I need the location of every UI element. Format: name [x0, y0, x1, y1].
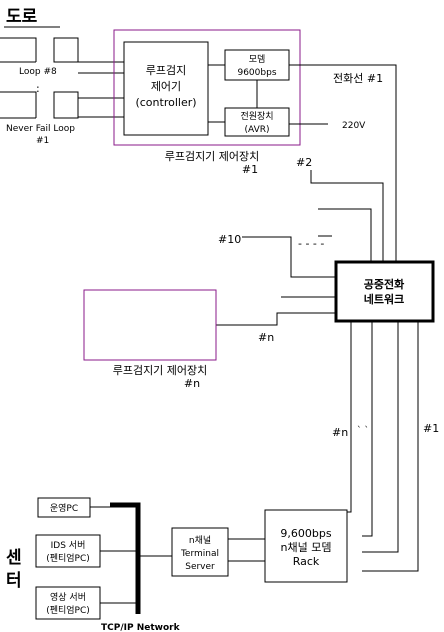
- modem-rack-box: [264, 509, 348, 583]
- controller-line2: 제어기: [151, 80, 181, 93]
- controller-unit-n-enclosure: [83, 289, 217, 361]
- modem-line1: 모뎀: [249, 53, 266, 65]
- center-title-1: 센: [6, 548, 22, 568]
- loop-dots: :: [36, 82, 40, 95]
- loop-1-label: Never Fail Loop: [6, 124, 75, 134]
- power-line2: (AVR): [244, 125, 269, 135]
- modem-rack-line1: 9,600bps: [280, 527, 331, 540]
- modem-box: [224, 49, 290, 81]
- controller-line3: (controller): [135, 96, 196, 109]
- power-line1: 전원장치: [240, 110, 273, 122]
- line-2-route: [310, 170, 384, 262]
- network-box: [334, 260, 435, 323]
- terminal-server-line2: Terminal: [180, 549, 219, 559]
- line-3-route: [318, 208, 372, 262]
- modem-rack-line3: Rack: [293, 555, 320, 568]
- modem-line2: 9600bps: [237, 68, 276, 78]
- rack-line-1: [362, 321, 419, 572]
- video-server-line2: (펜티엄PC): [46, 604, 90, 616]
- center-title-2: 터: [6, 571, 22, 591]
- right-tick-label: ` `: [357, 425, 369, 436]
- line-n-label: #n: [258, 331, 274, 344]
- terminal-server-box: [171, 527, 229, 577]
- road-title: 도로: [6, 7, 38, 27]
- voltage-label: 220V: [342, 121, 366, 131]
- loop-8-shape: [0, 37, 79, 63]
- video-server-box: [35, 586, 101, 620]
- tcpip-label: TCP/IP Network: [101, 623, 181, 632]
- unitn-caption-number: #n: [184, 377, 200, 390]
- network-line1: 공중전화: [364, 277, 404, 291]
- network-line2: 네트워크: [364, 292, 404, 306]
- controller-unit-1-enclosure: [113, 29, 301, 146]
- line-10-label: #10: [218, 233, 241, 246]
- dashes-label: - - - -: [298, 237, 324, 250]
- rack-line-b: [362, 321, 399, 553]
- controller-line1: 루프검지: [146, 64, 186, 77]
- controller-box: [123, 41, 209, 136]
- ids-server-box: [35, 534, 101, 568]
- line-2-label: #2: [296, 156, 312, 169]
- ops-pc-label: 운영PC: [50, 503, 78, 514]
- right-1-label: #1: [423, 422, 439, 435]
- right-n-label: #n: [332, 426, 348, 439]
- line-n-route: [216, 312, 336, 326]
- line-10-route: [242, 236, 336, 278]
- terminal-server-line1: n채널: [189, 535, 211, 546]
- modem-rack-line2: n채널 모뎀: [281, 541, 332, 554]
- loop-1-number: #1: [36, 136, 49, 146]
- ids-server-line1: IDS 서버: [51, 540, 86, 551]
- rack-line-a: [362, 321, 373, 537]
- unit1-caption: 루프검지기 제어장치: [165, 150, 260, 163]
- unitn-caption: 루프검지기 제어장치: [113, 364, 208, 377]
- terminal-server-line3: Server: [185, 562, 215, 572]
- phone-line-1-route: [289, 64, 397, 262]
- unit1-caption-number: #1: [242, 163, 258, 176]
- tcpip-bus: [110, 502, 141, 614]
- video-server-line1: 영상 서버: [50, 592, 86, 603]
- ids-server-line2: (펜티엄PC): [46, 552, 90, 564]
- rack-line-n: [347, 321, 352, 513]
- loop-8-label: Loop #8: [19, 67, 57, 77]
- phone-line-label: 전화선 #1: [333, 72, 383, 85]
- loop-1-shape: [0, 91, 79, 119]
